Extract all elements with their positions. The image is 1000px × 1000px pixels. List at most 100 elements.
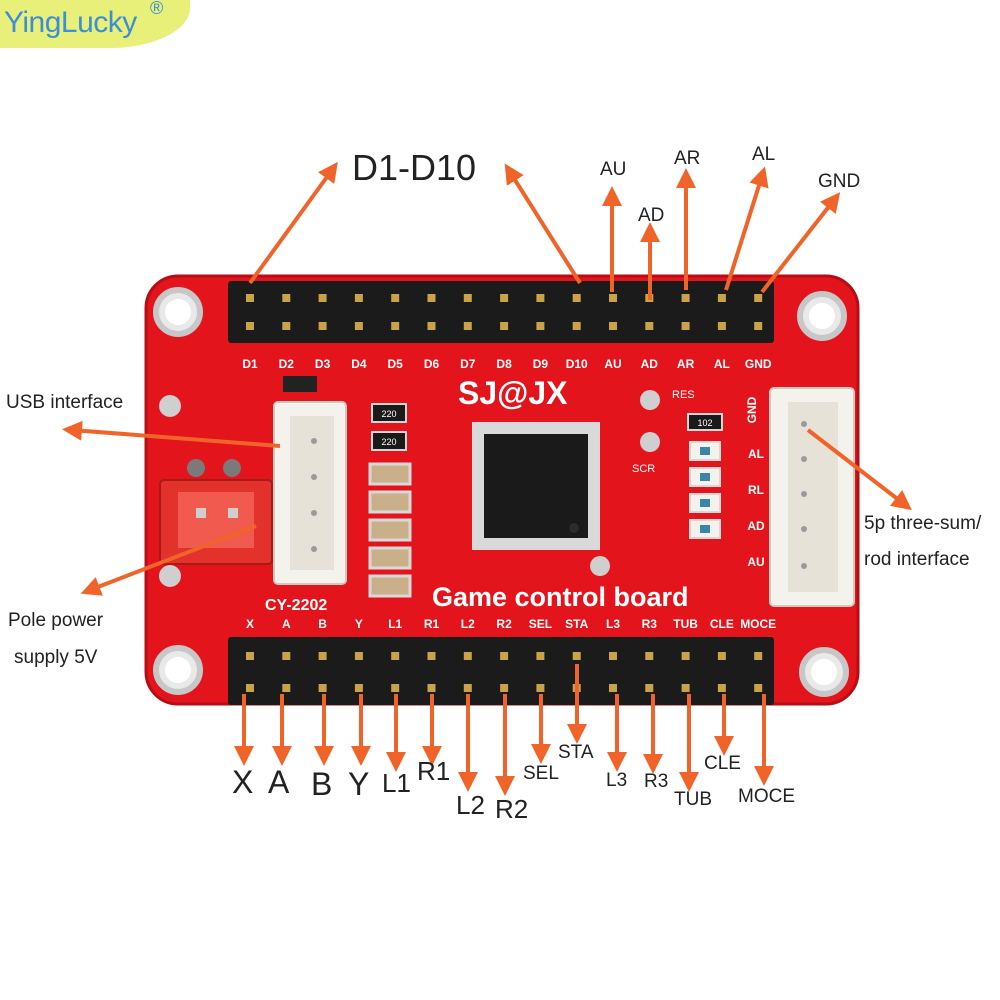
callout-y: Y (348, 766, 370, 802)
brand-badge: YingLucky ® (0, 0, 190, 48)
header-pin (391, 322, 400, 330)
header-pin (282, 652, 291, 660)
callout-power-1: Pole power (8, 610, 104, 631)
silk-title: SJ@JX (458, 375, 568, 411)
callout-arrow (62, 420, 281, 448)
header-pin (463, 294, 472, 302)
resistor (687, 413, 723, 431)
header-pin (645, 322, 654, 330)
header-pin (427, 294, 436, 302)
header-pin (754, 684, 763, 692)
callout-al: AL (752, 144, 776, 165)
silk-top-pin-label: AD (641, 357, 659, 371)
header-pin (500, 684, 509, 692)
resistor-value: 220 (381, 437, 396, 447)
silk-model: CY-2202 (265, 597, 327, 614)
header-pin (282, 684, 291, 692)
silk-top-pin-label: D6 (424, 357, 440, 371)
callout-rod-1: 5p three-sum/ (864, 513, 982, 534)
resistor-value: 220 (381, 409, 396, 419)
silk-top-pin-label: D4 (351, 357, 367, 371)
header-pin (717, 294, 726, 302)
callout-sta: STA (558, 742, 594, 763)
silk-scr: SCR (632, 463, 655, 475)
silk-top-pin-label: D10 (566, 357, 588, 371)
header-pin (391, 684, 400, 692)
header-pin (609, 652, 617, 660)
header-pin (681, 294, 690, 302)
header-pin (754, 322, 763, 330)
silk-right-pin-label: RL (748, 483, 764, 497)
header-pin (645, 652, 654, 660)
header-pin (354, 322, 363, 330)
callout-au: AU (600, 159, 627, 180)
callout-d-range: D1-D10 (352, 147, 477, 188)
header-pin (246, 652, 254, 660)
resistor (371, 431, 407, 451)
silk-top-pin-label: D9 (533, 357, 549, 371)
callout-arrow (806, 428, 912, 511)
callout-r1: R1 (417, 756, 451, 786)
callout-sel: SEL (523, 763, 559, 784)
header-pin (427, 652, 436, 660)
callout-r2: R2 (495, 794, 529, 824)
header-pin (645, 684, 654, 692)
silk-bottom-pin-label: R3 (642, 617, 658, 631)
callout-b: B (311, 766, 333, 802)
silk-bottom-pin-label: TUB (673, 617, 698, 631)
header-pin (318, 652, 327, 660)
registered-mark: ® (150, 0, 164, 18)
callout-gnd: GND (818, 171, 861, 192)
header-pin (463, 652, 472, 660)
silk-top-pin-label: AU (604, 357, 621, 371)
header-pin (463, 684, 472, 692)
silk-bottom-pin-label: B (318, 617, 327, 631)
capacitor (368, 546, 412, 570)
header-pin (536, 322, 545, 330)
header-pin (427, 322, 436, 330)
header-pin (500, 652, 509, 660)
callout-cle: CLE (704, 753, 741, 774)
silk-bottom-pin-label: CLE (710, 617, 734, 631)
silk-bottom-pin-label: L3 (606, 617, 620, 631)
main-chip (472, 422, 600, 550)
silk-bottom-pin-label: Y (355, 617, 363, 631)
resistor (371, 403, 407, 423)
header-pin (318, 684, 327, 692)
header-pin (609, 684, 617, 692)
silk-top-pin-label: D8 (496, 357, 512, 371)
header-pin (609, 294, 617, 302)
header-pin (500, 294, 509, 302)
silk-bottom-pin-label: L2 (461, 617, 475, 631)
resistor-value: 102 (697, 418, 712, 428)
capacitor (368, 574, 412, 598)
silk-top-pin-label: D2 (279, 357, 295, 371)
silk-top-pin-label: D1 (242, 357, 258, 371)
capacitor (368, 490, 412, 514)
header-pin (354, 652, 363, 660)
header-pin (754, 652, 763, 660)
header-pin (246, 684, 254, 692)
silk-top-pin-label: D7 (460, 357, 476, 371)
silk-bottom-pin-label: R1 (424, 617, 440, 631)
header-pin (717, 652, 726, 660)
silk-bottom-pin-label: X (246, 617, 254, 631)
silk-bottom-pin-label: L1 (388, 617, 402, 631)
callout-r3: R3 (644, 771, 669, 792)
silk-top-pin-label: AL (714, 357, 730, 371)
header-pin (754, 294, 763, 302)
callout-usb: USB interface (6, 392, 124, 413)
silk-right-pin-label: AD (747, 519, 765, 533)
silk-bottom-pin-label: MOCE (740, 617, 776, 631)
top-pin-header (228, 281, 774, 343)
header-pin (536, 294, 545, 302)
bottom-pin-header (228, 637, 774, 705)
header-pin (717, 322, 726, 330)
callout-arrow (504, 163, 582, 285)
header-pin (282, 322, 291, 330)
header-pin (681, 322, 690, 330)
silk-bottom-pin-label: STA (565, 617, 588, 631)
callout-arrow (724, 166, 769, 291)
header-pin (572, 322, 581, 330)
header-pin (609, 322, 617, 330)
